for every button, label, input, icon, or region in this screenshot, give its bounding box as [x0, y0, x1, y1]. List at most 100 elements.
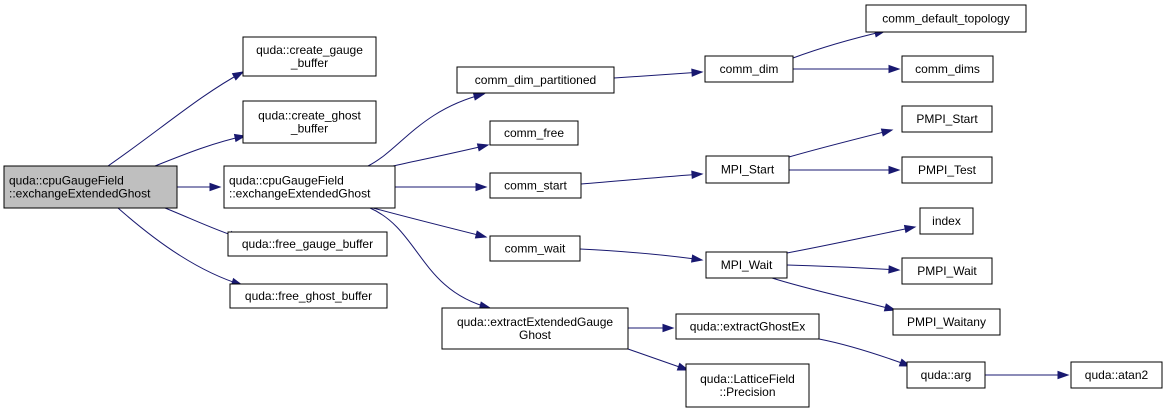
node-box — [242, 100, 377, 144]
node-box — [489, 172, 582, 199]
node-label-line: comm_free — [504, 126, 564, 140]
arrowhead-icon — [475, 182, 488, 192]
node-box — [223, 165, 396, 209]
node-label-line: quda::free_gauge_buffer — [242, 237, 373, 251]
arrowhead-icon — [880, 128, 894, 137]
arrowhead-icon — [209, 182, 222, 192]
node-atan2[interactable]: quda::atan2 — [1070, 361, 1163, 389]
node-free-ghost[interactable]: quda::free_ghost_buffer — [229, 283, 388, 309]
edge-comm_wait-to-mpi_wait — [579, 248, 704, 263]
node-label-line: quda::extractGhostEx — [690, 320, 805, 334]
edge-line — [818, 338, 911, 367]
node-box — [3, 165, 178, 209]
edge-mpi_wait-to-pmpi_waitany — [771, 277, 897, 312]
arrowhead-icon — [888, 165, 901, 175]
node-comm-dims[interactable]: comm_dims — [901, 55, 994, 83]
node-free-gauge[interactable]: quda::free_gauge_buffer — [227, 231, 388, 257]
node-box — [704, 55, 794, 83]
edge-line — [107, 71, 244, 167]
node-arg[interactable]: quda::arg — [906, 361, 986, 389]
node-label-line: quda::cpuGaugeField — [229, 174, 344, 188]
node-label-line: quda::free_ghost_buffer — [245, 289, 372, 303]
node-mpi-start[interactable]: MPI_Start — [705, 155, 790, 184]
edge-line — [580, 173, 703, 185]
node-label-line: ::Precision — [719, 385, 775, 399]
arrowhead-icon — [233, 133, 247, 143]
node-label-line: PMPI_Test — [918, 163, 977, 177]
edge-comm_dim-to-comm_dims — [793, 64, 901, 74]
node-exchange2[interactable]: quda::cpuGaugeField::exchangeExtendedGho… — [223, 165, 396, 209]
edge-line — [579, 248, 703, 261]
edge-root-to-free_ghost — [117, 207, 244, 286]
arrowhead-icon — [472, 92, 486, 101]
node-box — [227, 231, 388, 257]
node-comm-dim[interactable]: comm_dim — [704, 55, 794, 83]
edge-arg-to-atan2 — [985, 370, 1070, 380]
node-label-line: MPI_Start — [721, 163, 775, 177]
node-box — [901, 257, 993, 285]
node-label-line: _buffer — [290, 56, 328, 70]
edge-line — [367, 93, 485, 167]
edge-exchange2-to-extractExtended — [369, 207, 492, 310]
node-comm-start[interactable]: comm_start — [489, 172, 582, 199]
arrowhead-icon — [903, 224, 917, 234]
node-label-line: comm_dim — [720, 62, 779, 76]
node-label-line: comm_dim_partitioned — [475, 73, 596, 87]
node-label-line: PMPI_Start — [916, 112, 978, 126]
node-box — [919, 207, 974, 235]
node-label-line: quda::cpuGaugeField — [9, 174, 124, 188]
node-box — [892, 308, 1001, 336]
node-pmpi-waitany[interactable]: PMPI_Waitany — [892, 308, 1001, 336]
edge-exchange2-to-comm_dim_partitioned — [367, 92, 486, 167]
node-box — [865, 4, 1027, 33]
edge-root-to-exchange2 — [176, 182, 222, 192]
edge-extractExtended-to-extractGhostEx — [628, 323, 675, 333]
arrowhead-icon — [888, 64, 901, 74]
arrowhead-icon — [476, 143, 490, 152]
edge-extractGhostEx-to-arg — [818, 338, 912, 367]
node-label-line: MPI_Wait — [721, 258, 773, 272]
edge-line — [369, 207, 491, 309]
node-precision[interactable]: quda::LatticeField::Precision — [685, 363, 810, 408]
node-comm-wait[interactable]: comm_wait — [489, 235, 581, 262]
node-box — [489, 235, 581, 262]
node-box — [1070, 361, 1163, 389]
node-pmpi-wait[interactable]: PMPI_Wait — [901, 257, 993, 285]
node-box — [456, 66, 615, 94]
node-label-line: comm_default_topology — [882, 12, 1009, 26]
edge-root-to-create_gauge — [107, 71, 245, 167]
node-pmpi-start[interactable]: PMPI_Start — [901, 105, 993, 133]
node-label-line: comm_dims — [915, 62, 980, 76]
nodes-layer: quda::cpuGaugeField::exchangeExtendedGho… — [3, 4, 1163, 408]
arrowhead-icon — [662, 323, 675, 333]
node-label-line: ::exchangeExtendedGhost — [9, 187, 151, 201]
edge-line — [154, 135, 246, 167]
node-comm-free[interactable]: comm_free — [489, 120, 579, 146]
node-root[interactable]: quda::cpuGaugeField::exchangeExtendedGho… — [3, 165, 178, 209]
node-index[interactable]: index — [919, 207, 974, 235]
node-create-gauge[interactable]: quda::create_gauge_buffer — [242, 36, 377, 77]
arrowhead-icon — [888, 265, 901, 274]
arrowhead-icon — [691, 68, 704, 77]
node-box — [705, 155, 790, 184]
node-comm-default-topology[interactable]: comm_default_topology — [865, 4, 1027, 33]
edge-mpi_start-to-pmpi_test — [789, 165, 901, 175]
edge-exchange2-to-comm_start — [394, 182, 488, 192]
node-box — [489, 120, 579, 146]
node-label-line: PMPI_Waitany — [907, 315, 986, 329]
node-mpi-wait[interactable]: MPI_Wait — [705, 251, 788, 279]
node-label-line: quda::atan2 — [1085, 368, 1149, 382]
edge-comm_start-to-mpi_start — [580, 170, 704, 185]
node-box — [705, 251, 788, 279]
node-box — [242, 36, 377, 77]
node-label-line: quda::extractExtendedGauge — [457, 315, 613, 329]
edge-extractExtended-to-precision — [627, 348, 690, 371]
node-create-ghost[interactable]: quda::create_ghost_buffer — [242, 100, 377, 144]
node-comm-dim-partitioned[interactable]: comm_dim_partitioned — [456, 66, 615, 94]
node-extractGhostEx[interactable]: quda::extractGhostEx — [675, 313, 820, 340]
node-label-line: ::exchangeExtendedGhost — [229, 187, 371, 201]
edge-line — [788, 129, 893, 158]
node-pmpi-test[interactable]: PMPI_Test — [901, 156, 993, 184]
